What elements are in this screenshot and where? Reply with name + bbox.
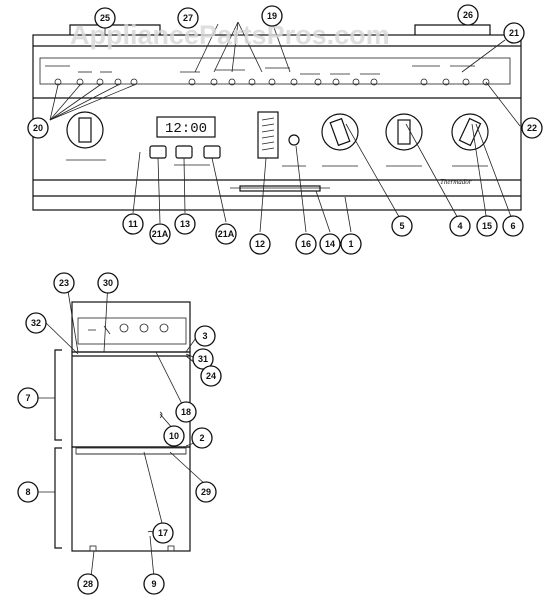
callout-text: 4 — [457, 221, 462, 231]
callout-4: 4 — [449, 215, 471, 237]
callout-27: 27 — [177, 7, 199, 29]
callout-19: 19 — [261, 5, 283, 27]
callout-24: 24 — [200, 365, 222, 387]
callout-21: 21 — [503, 22, 525, 44]
callout-20: 20 — [27, 117, 49, 139]
oven-front — [71, 301, 191, 552]
clock-display: 12:00 — [156, 116, 216, 138]
callout-21a-left: 21A — [149, 223, 171, 245]
callout-1: 1 — [340, 233, 362, 255]
callout-text: 25 — [100, 13, 110, 23]
watermark-text: AppliancePartsPros.com — [70, 20, 390, 50]
callout-text: 28 — [83, 579, 93, 589]
callout-2: 2 — [191, 427, 213, 449]
callout-text: 12 — [255, 239, 265, 249]
callout-text: 9 — [151, 579, 156, 589]
clock-display-text: 12:00 — [165, 121, 207, 137]
callout-text: 11 — [128, 219, 138, 229]
callout-6: 6 — [502, 215, 524, 237]
left-selector-knob — [66, 111, 106, 161]
brand-script: Thermador — [440, 178, 472, 186]
callout-text: 15 — [482, 221, 492, 231]
callout-text: 3 — [202, 331, 207, 341]
callout-text: 24 — [206, 371, 216, 381]
button-row — [39, 57, 511, 86]
callout-17: 17 — [152, 522, 174, 544]
callout-22: 22 — [521, 117, 543, 139]
callout-7: 7 — [17, 387, 39, 409]
callout-11: 11 — [122, 213, 144, 235]
callout-text: 18 — [181, 407, 191, 417]
temperature-gauge — [257, 111, 279, 159]
callout-text: 7 — [25, 393, 30, 403]
callout-text: 30 — [103, 278, 113, 288]
indicator-light — [288, 134, 300, 146]
callout-16: 16 — [295, 233, 317, 255]
callout-text: 8 — [25, 487, 30, 497]
callout-text: 13 — [180, 219, 190, 229]
callout-text: 19 — [267, 11, 277, 21]
callout-14: 14 — [319, 233, 341, 255]
timer-buttons — [149, 145, 221, 166]
callout-26: 26 — [457, 4, 479, 26]
callout-21a-right: 21A — [215, 223, 237, 245]
callout-3: 3 — [194, 325, 216, 347]
callout-text: 29 — [201, 487, 211, 497]
callout-text: 31 — [198, 354, 208, 364]
callout-25: 25 — [94, 7, 116, 29]
callout-text: 1 — [348, 239, 353, 249]
callout-text: 27 — [183, 13, 193, 23]
callout-text: 32 — [31, 318, 41, 328]
callout-30: 30 — [97, 272, 119, 294]
callout-32: 32 — [25, 312, 47, 334]
bottom-leader-lines — [36, 281, 207, 579]
callout-8: 8 — [17, 481, 39, 503]
callout-text: 26 — [463, 10, 473, 20]
callout-5: 5 — [391, 215, 413, 237]
callout-text: 20 — [33, 123, 43, 133]
callout-10: 10 — [163, 425, 185, 447]
callout-text: 2 — [199, 433, 204, 443]
callout-text: 22 — [527, 123, 537, 133]
callout-15: 15 — [476, 215, 498, 237]
right-knobs — [321, 113, 489, 167]
callout-text: 6 — [510, 221, 515, 231]
callout-text: 10 — [169, 431, 179, 441]
callout-9: 9 — [143, 573, 165, 595]
callout-text: 17 — [158, 528, 168, 538]
callout-29: 29 — [195, 481, 217, 503]
callout-text: 16 — [301, 239, 311, 249]
callout-12: 12 — [249, 233, 271, 255]
callout-18: 18 — [175, 401, 197, 423]
callout-text: 21 — [509, 28, 519, 38]
callout-28: 28 — [77, 573, 99, 595]
callout-23: 23 — [53, 272, 75, 294]
callout-markers: 25 27 19 26 21 20 22 11 21A 13 21A 12 16… — [17, 4, 543, 595]
callout-text: 5 — [399, 221, 404, 231]
top-leader-lines — [49, 21, 521, 233]
callout-text: 21A — [152, 229, 169, 239]
callout-text: 14 — [325, 239, 335, 249]
callout-13: 13 — [174, 213, 196, 235]
callout-text: 23 — [59, 278, 69, 288]
callout-text: 21A — [218, 229, 235, 239]
